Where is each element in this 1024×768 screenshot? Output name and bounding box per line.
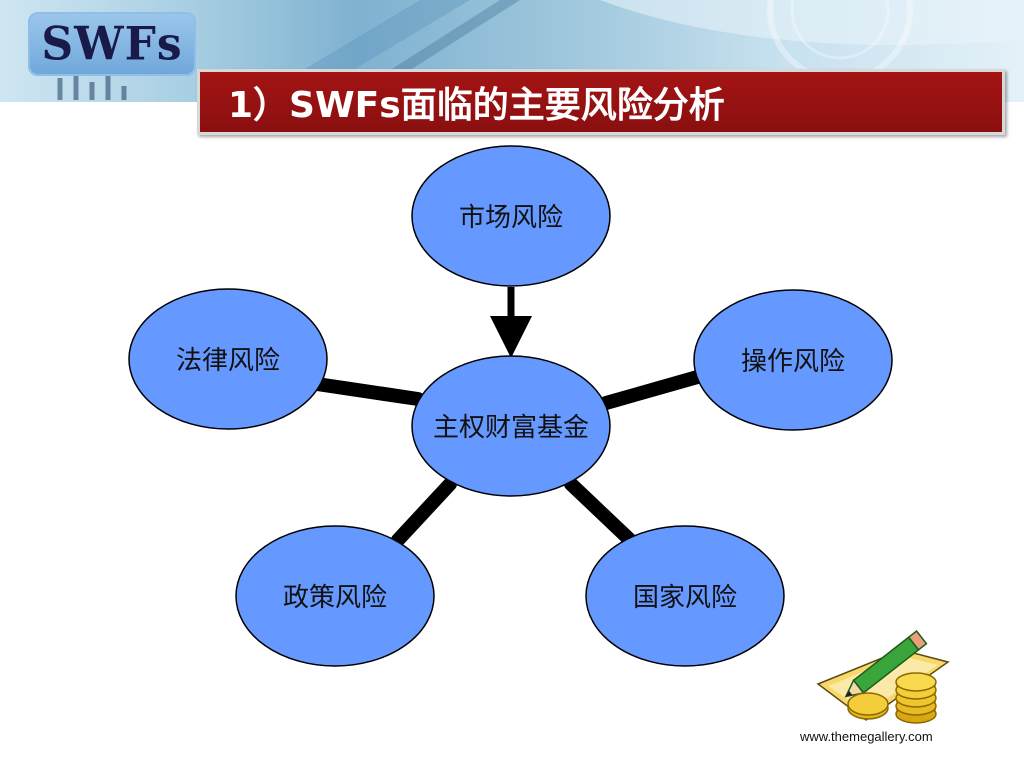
logo-text: SWFs [41, 17, 183, 71]
node-country-label: 国家风险 [633, 583, 737, 613]
title-bar: 1）SWFs面临的主要风险分析 [197, 69, 1005, 135]
logo: SWFs [28, 12, 196, 76]
node-center: 主权财富基金 [411, 355, 611, 497]
node-legal: 法律风险 [128, 288, 328, 430]
connector-operation [599, 369, 708, 410]
footer-url: www.themegallery.com [800, 729, 933, 744]
node-center-label: 主权财富基金 [433, 413, 589, 443]
connector-legal [310, 377, 425, 406]
node-policy-label: 政策风险 [283, 583, 387, 613]
page-title: 1）SWFs面临的主要风险分析 [228, 85, 725, 126]
node-operation-label: 操作风险 [741, 347, 845, 377]
node-operation: 操作风险 [693, 289, 893, 431]
connector-country [564, 477, 637, 547]
connector-policy [391, 477, 457, 547]
node-market-label: 市场风险 [459, 203, 563, 233]
node-policy: 政策风险 [235, 525, 435, 667]
node-market: 市场风险 [411, 145, 611, 287]
node-legal-label: 法律风险 [176, 346, 280, 376]
gold-coins-and-pencil-icon [816, 630, 950, 724]
node-country: 国家风险 [585, 525, 785, 667]
